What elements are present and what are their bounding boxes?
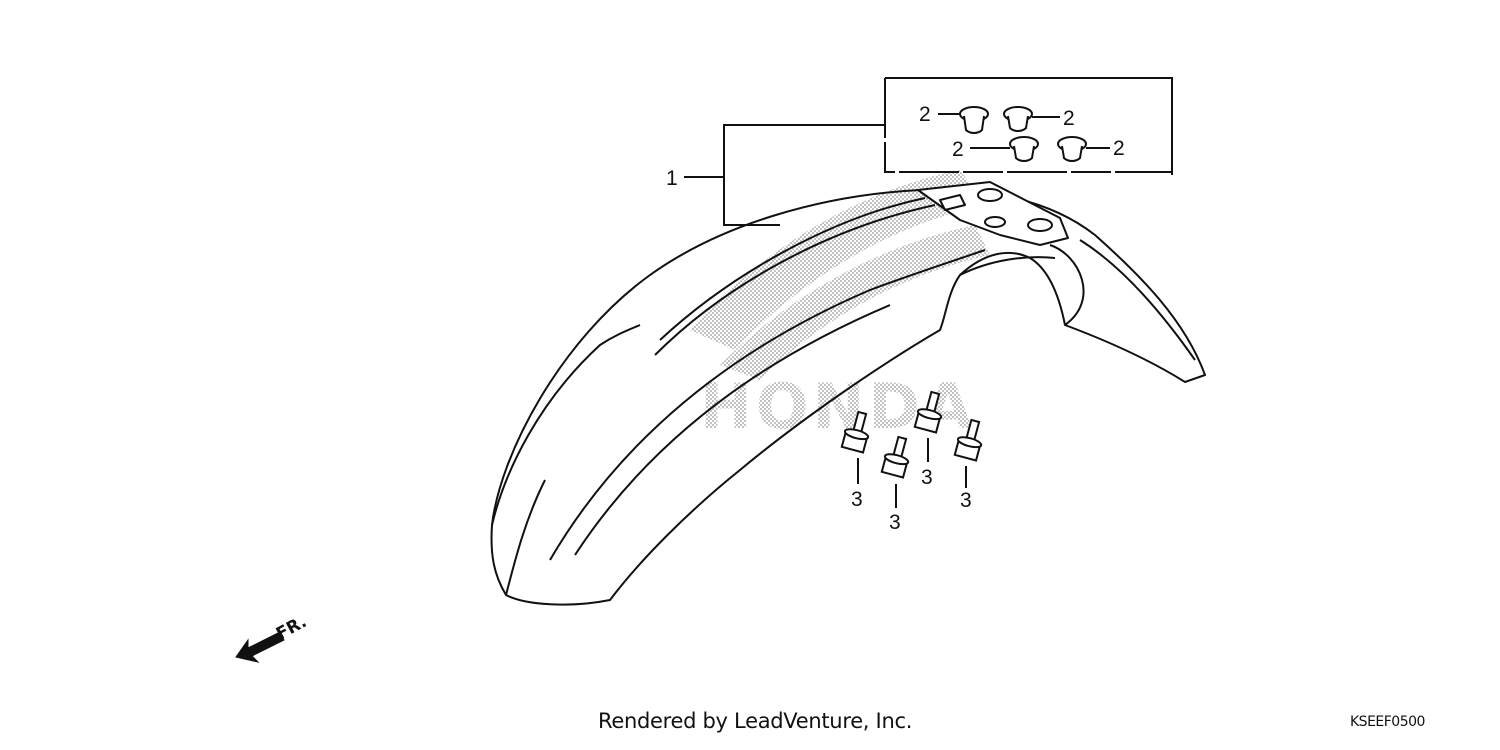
grommet-icon bbox=[1009, 136, 1039, 162]
callout-part-2: 2 bbox=[1113, 137, 1125, 160]
callout-part-2: 2 bbox=[952, 138, 964, 161]
bolt-icon bbox=[880, 435, 910, 479]
grommet-icon bbox=[1003, 106, 1033, 132]
grommet-icon bbox=[1057, 136, 1087, 162]
callout-part-2: 2 bbox=[1063, 107, 1075, 130]
bolt-icon bbox=[953, 418, 983, 462]
bolt-icon bbox=[913, 390, 943, 434]
grommet-group bbox=[959, 106, 1087, 162]
callout-part-3: 3 bbox=[960, 489, 972, 512]
kit-bracket bbox=[684, 77, 1173, 226]
callout-part-3: 3 bbox=[889, 511, 901, 534]
bolt-leaders bbox=[857, 438, 967, 508]
grommet-icon bbox=[959, 106, 989, 134]
bolt-icon bbox=[840, 410, 870, 454]
callout-part-3: 3 bbox=[921, 466, 933, 489]
front-fender bbox=[490, 181, 1206, 606]
callout-part-2: 2 bbox=[919, 103, 931, 126]
front-direction-arrow-icon: FR. bbox=[235, 612, 310, 663]
diagram-code: KSEEF0500 bbox=[1350, 714, 1425, 730]
bolt-group bbox=[840, 390, 983, 479]
render-credit: Rendered by LeadVenture, Inc. bbox=[598, 709, 913, 733]
callout-part-3: 3 bbox=[851, 488, 863, 511]
grommet-leaders bbox=[938, 113, 1110, 149]
callout-part-1: 1 bbox=[666, 167, 678, 190]
